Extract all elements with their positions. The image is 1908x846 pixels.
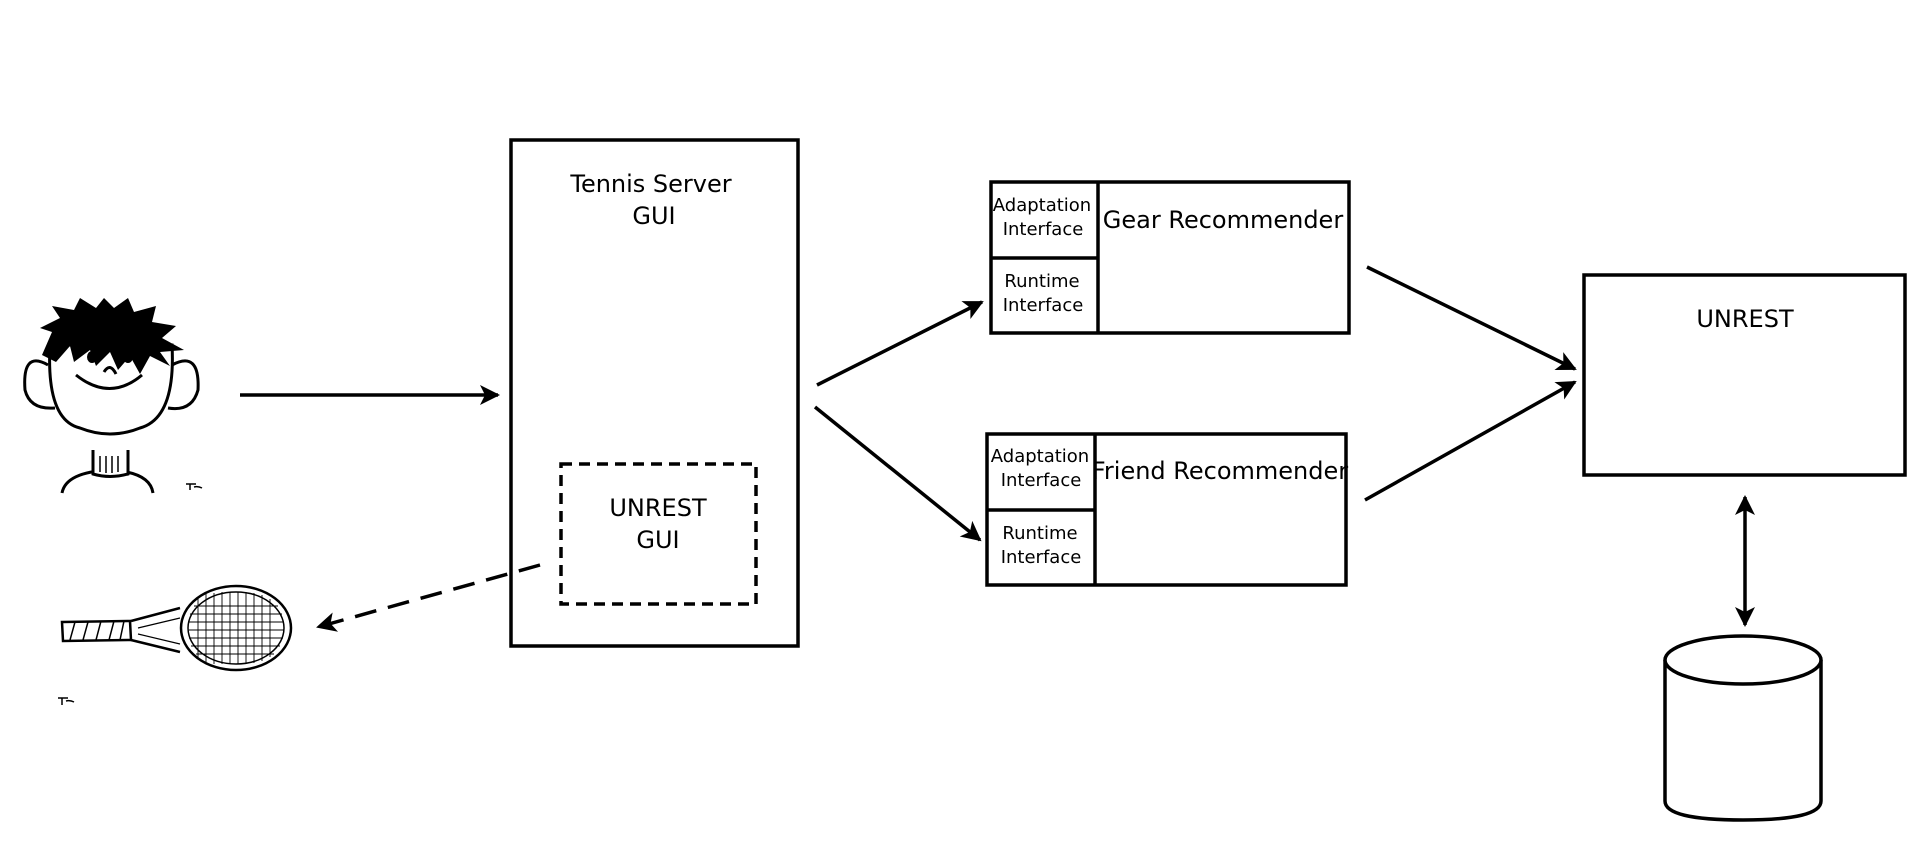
arrow-unrest-gui-to-racket bbox=[316, 563, 541, 632]
unrest-title: UNREST bbox=[1696, 305, 1794, 333]
unrest-gui-label-line1: UNREST bbox=[609, 494, 707, 522]
friend-adaptation-interface-line1: Adaptation bbox=[991, 446, 1089, 467]
unrest-box: UNREST bbox=[1582, 273, 1907, 477]
arrow-tennis-server-to-friend-recommender bbox=[813, 405, 982, 542]
gear-recommender-title: Gear Recommender bbox=[1103, 206, 1344, 234]
database-cylinder-icon bbox=[1663, 634, 1823, 822]
gear-adaptation-interface-line1: Adaptation bbox=[993, 195, 1091, 216]
arrow-tennis-server-to-gear-recommender bbox=[816, 300, 984, 387]
friend-runtime-interface-line2: Interface bbox=[1001, 547, 1082, 568]
unrest-gui-box: UNREST GUI bbox=[559, 462, 758, 606]
arrow-gear-recommender-to-unrest bbox=[1366, 265, 1577, 371]
gear-adaptation-interface-line2: Interface bbox=[1003, 219, 1084, 240]
tennis-racket-icon bbox=[58, 584, 293, 705]
friend-recommender-box: Friend Recommender Adaptation Interface … bbox=[985, 432, 1348, 587]
friend-adaptation-interface-line2: Interface bbox=[1001, 470, 1082, 491]
friend-runtime-interface-line1: Runtime bbox=[1002, 523, 1077, 544]
cartoon-user-icon bbox=[23, 298, 203, 494]
gear-runtime-interface-line2: Interface bbox=[1003, 295, 1084, 316]
gear-recommender-box: Gear Recommender Adaptation Interface Ru… bbox=[989, 180, 1351, 335]
arrow-friend-recommender-to-unrest bbox=[1364, 380, 1577, 502]
unrest-gui-label-line2: GUI bbox=[636, 526, 679, 554]
tennis-server-label-line2: GUI bbox=[632, 202, 675, 230]
gear-runtime-interface-line1: Runtime bbox=[1004, 271, 1079, 292]
tennis-server-gui-box: Tennis Server GUI bbox=[509, 138, 800, 648]
tennis-server-label-line1: Tennis Server bbox=[569, 170, 731, 198]
friend-recommender-title: Friend Recommender bbox=[1092, 457, 1348, 485]
